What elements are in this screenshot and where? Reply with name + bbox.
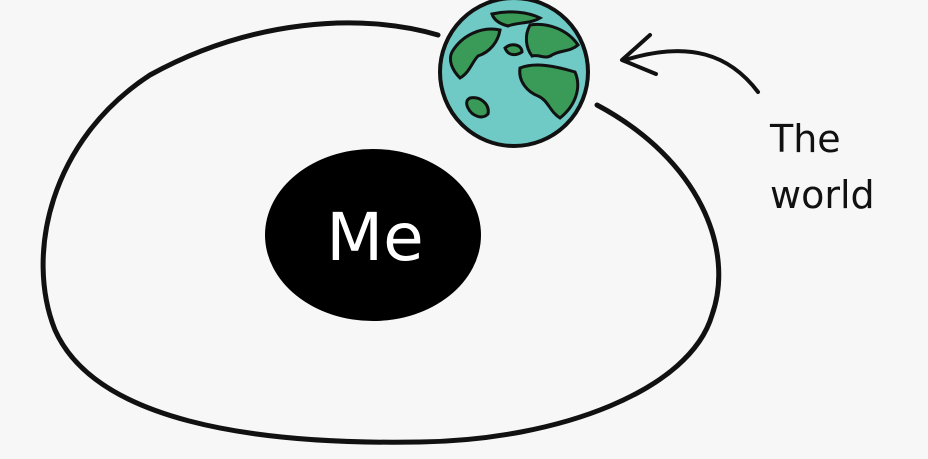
center-label: Me	[326, 199, 424, 276]
pointer-arrow-icon	[622, 35, 758, 92]
earth-globe-icon	[440, 0, 588, 146]
annotation-line-1: The	[769, 117, 841, 161]
annotation-line-2: world	[770, 173, 875, 217]
